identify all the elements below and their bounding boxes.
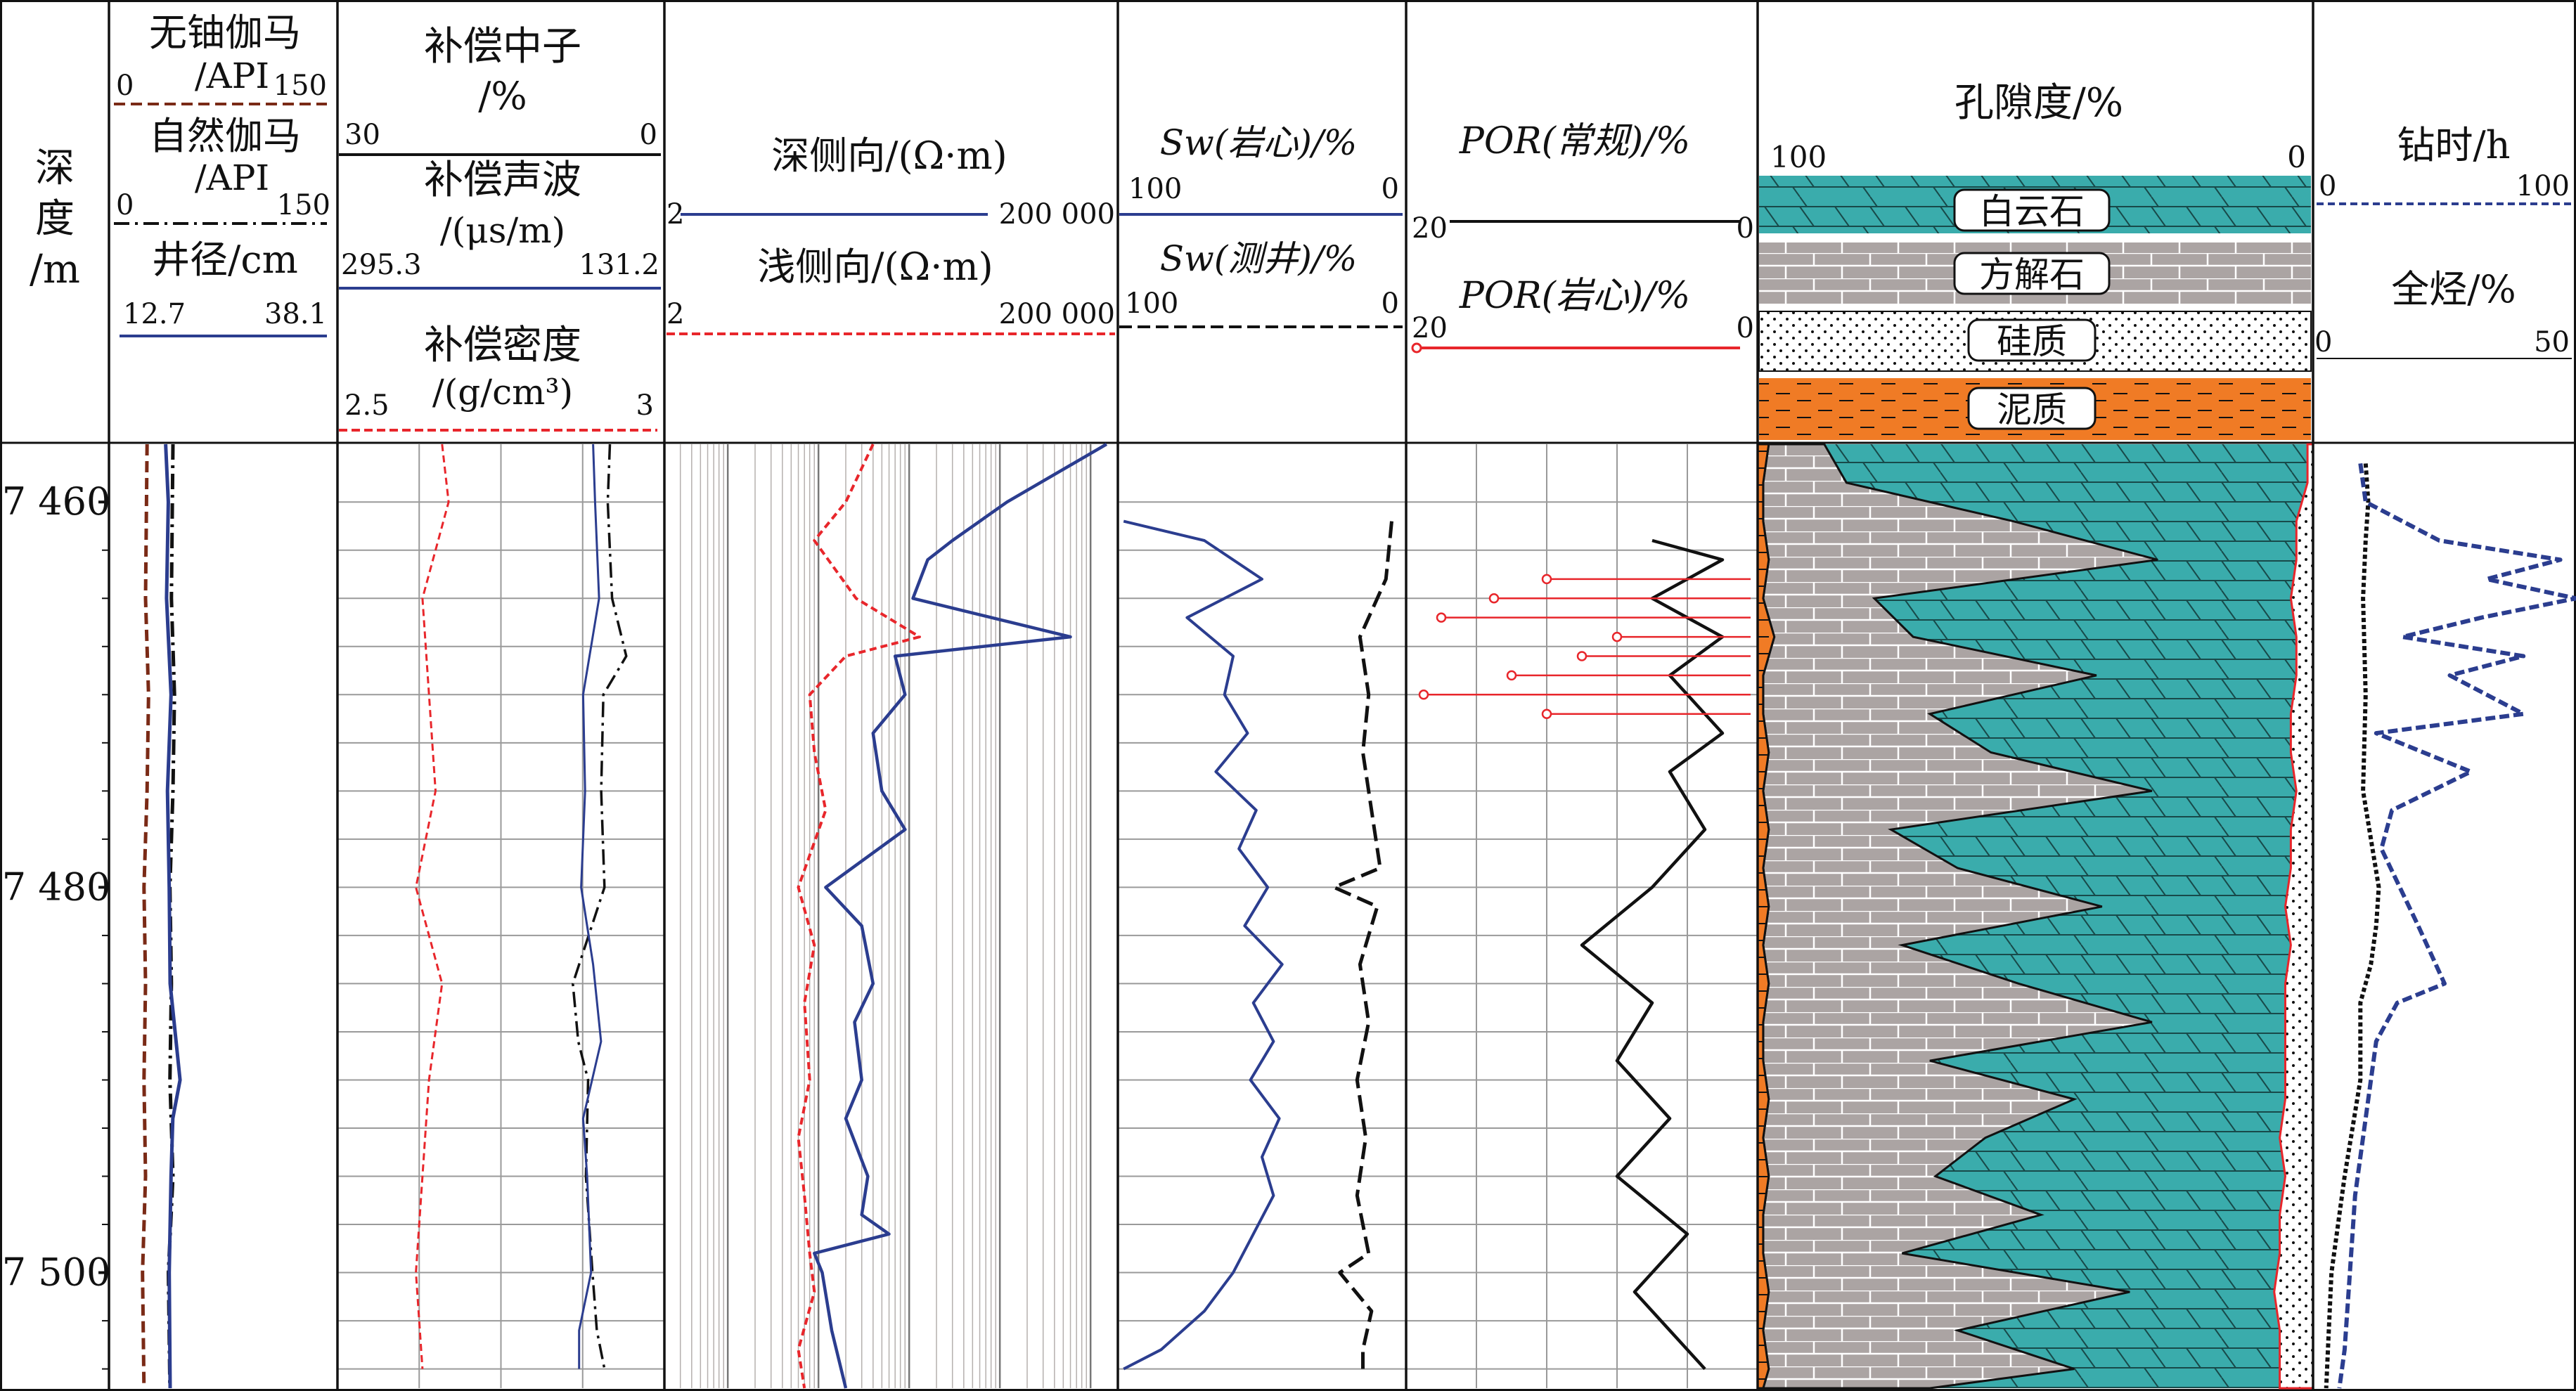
curve-5: [415, 444, 450, 1369]
deep-laterolog-title: 深侧向/(Ω·m): [771, 134, 1007, 178]
natural-gamma-min: 0: [116, 189, 134, 221]
curve-0: [141, 444, 150, 1389]
uranium-free-gamma-title: 无铀伽马: [149, 11, 301, 55]
sonic-right: 131.2: [579, 249, 659, 281]
sw-log-title: Sw(测井)/%: [1160, 238, 1357, 279]
porosity-left: 100: [1770, 140, 1827, 174]
density-title: 补偿密度: [424, 323, 581, 368]
por-core-left: 20: [1412, 312, 1448, 344]
legend-silica-label-box: [1967, 318, 2097, 362]
curve-10: [1580, 538, 1725, 1371]
sonic-title: 补偿声波: [424, 157, 581, 203]
curve-4: [578, 444, 603, 1369]
shallow-laterolog-right: 200 000: [999, 298, 1115, 330]
log-curves: [141, 443, 2576, 1390]
uranium-free-gamma-unit: /API: [195, 56, 269, 96]
density-left: 2.5: [344, 389, 389, 422]
depth-ticks: 7 460 7 480 7 500: [2, 479, 111, 1370]
por-core-point: [1436, 612, 1447, 623]
por-core-title: POR(岩心)/%: [1459, 275, 1690, 317]
por-core-point: [1506, 670, 1517, 681]
curve-7: [797, 444, 921, 1389]
total-gas-right: 50: [2534, 326, 2570, 358]
uranium-free-gamma-min: 0: [116, 70, 134, 102]
natural-gamma-title: 自然伽马: [149, 114, 301, 158]
depth-label-2: 度: [35, 196, 75, 242]
neutron-unit: /%: [478, 74, 527, 118]
por-conventional-right: 0: [1737, 212, 1754, 245]
neutron-title: 补偿中子: [424, 24, 581, 70]
porosity-title: 孔隙度/%: [1954, 80, 2123, 126]
legend-clay-label: 泥质: [1997, 389, 2067, 430]
depth-tick-label: 7 500: [2, 1250, 111, 1295]
por-core-point: [1541, 709, 1552, 719]
caliper-min: 12.7: [123, 298, 186, 330]
shallow-laterolog-title: 浅侧向/(Ω·m): [757, 245, 993, 289]
track-grids: [337, 444, 1758, 1388]
curve-3: [572, 444, 628, 1369]
curve-13: [2337, 462, 2576, 1389]
neutron-left: 30: [344, 119, 380, 151]
curve-9: [1332, 521, 1393, 1369]
por-conventional-left: 20: [1412, 212, 1448, 245]
curve-12: [2324, 463, 2381, 1389]
legend-dolomite-label-box: [1953, 188, 2111, 232]
uranium-free-gamma-max: 150: [273, 70, 327, 102]
sonic-left: 295.3: [341, 249, 422, 281]
drill-time-title: 钻时/h: [2397, 123, 2511, 167]
legend-dolomite-label: 白云石: [1979, 191, 2085, 232]
shallow-laterolog-left: 2: [666, 298, 684, 330]
natural-gamma-max: 150: [277, 189, 330, 221]
deep-laterolog-right: 200 000: [999, 198, 1115, 231]
curve-2: [164, 444, 182, 1389]
legend-calcite-label-box: [1953, 252, 2111, 295]
por-core-legend-marker: [1411, 342, 1422, 354]
por-core-point: [1418, 690, 1429, 700]
legend-clay-label-box: [1967, 387, 2097, 430]
legend-silica-label: 硅质: [1997, 321, 2067, 362]
total-gas-title: 全烃/%: [2391, 267, 2516, 311]
porosity-right: 0: [2287, 140, 2306, 174]
por-core-point: [1611, 631, 1623, 642]
por-core-point: [1541, 574, 1552, 585]
sw-core-right: 0: [1382, 173, 1399, 205]
sw-core-title: Sw(岩心)/%: [1160, 122, 1357, 163]
caliper-title: 井径/cm: [152, 238, 298, 282]
caliper-max: 38.1: [264, 298, 327, 330]
drill-time-right: 100: [2516, 170, 2570, 202]
density-right: 3: [636, 389, 654, 422]
density-unit: /(g/cm³): [432, 372, 573, 413]
sonic-unit: /(μs/m): [440, 210, 565, 251]
por-conventional-title: POR(常规)/%: [1459, 120, 1690, 162]
depth-label-1: 深: [35, 145, 75, 191]
drill-time-left: 0: [2319, 170, 2336, 202]
natural-gamma-unit: /API: [195, 157, 269, 198]
por-core-point: [1488, 593, 1500, 604]
depth-tick-label: 7 480: [2, 865, 111, 909]
neutron-right: 0: [640, 119, 657, 151]
depth-label-3: /m: [30, 247, 80, 292]
curve-6: [813, 443, 1108, 1389]
sw-core-left: 100: [1128, 173, 1182, 205]
sw-log-left: 100: [1125, 287, 1178, 320]
por-core-right: 0: [1737, 312, 1754, 344]
total-gas-left: 0: [2314, 326, 2332, 358]
curve-8: [1123, 519, 1284, 1371]
por-core-point: [1576, 651, 1588, 661]
track-separators: [108, 0, 2314, 1391]
legend-calcite-label: 方解石: [1979, 254, 2085, 295]
depth-tick-label: 7 460: [2, 479, 111, 524]
sw-log-right: 0: [1382, 287, 1399, 320]
